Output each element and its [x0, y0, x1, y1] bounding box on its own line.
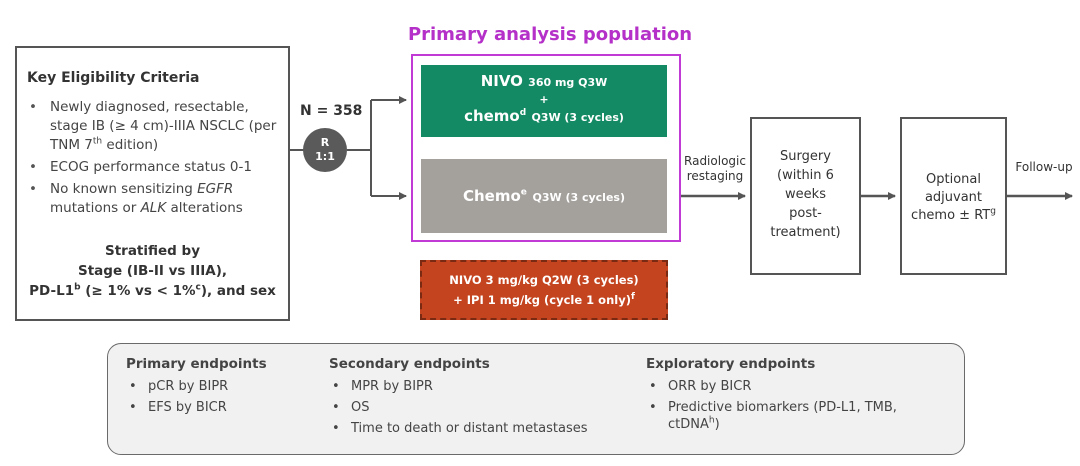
sample-size: N = 358	[300, 103, 363, 119]
arm-nivo-chemo: NIVO 360 mg Q3W + chemod Q3W (3 cycles)	[421, 65, 667, 137]
list-item: Predictive biomarkers (PD-L1, TMB, ctDNA…	[646, 399, 946, 433]
followup-label: Follow-up	[1015, 160, 1073, 174]
surgery-box: Surgery (within 6 weeks post- treatment)	[750, 117, 861, 275]
eligibility-title: Key Eligibility Criteria	[27, 70, 200, 86]
eligibility-list: Newly diagnosed, resectable, stage IB (≥…	[27, 98, 282, 221]
eligibility-item: ECOG performance status 0-1	[27, 158, 282, 177]
eligibility-item: Newly diagnosed, resectable, stage IB (≥…	[27, 98, 282, 155]
primary-population-title: Primary analysis population	[407, 24, 693, 45]
adjuvant-box: Optional adjuvant chemo ± RTg	[900, 117, 1007, 275]
stratification: Stratified by Stage (IB-II vs IIIA), PD-…	[17, 241, 288, 301]
stratified-title: Stratified by	[104, 243, 200, 259]
restaging-label: Radiologic restaging	[684, 154, 746, 183]
primary-endpoints: Primary endpoints pCR by BIPR EFS by BIC…	[126, 356, 316, 420]
list-item: pCR by BIPR	[126, 378, 316, 395]
endpoints-panel: Primary endpoints pCR by BIPR EFS by BIC…	[107, 343, 965, 455]
primary-population-box	[411, 54, 681, 242]
list-item: EFS by BICR	[126, 399, 316, 416]
randomization-arrows	[290, 96, 407, 200]
arm-nivo-ipi: NIVO 3 mg/kg Q2W (3 cycles) + IPI 1 mg/k…	[420, 260, 668, 320]
eligibility-box: Key Eligibility Criteria Newly diagnosed…	[15, 46, 290, 321]
list-item: MPR by BIPR	[329, 378, 629, 395]
secondary-endpoints: Secondary endpoints MPR by BIPR OS Time …	[329, 356, 629, 441]
arm-chemo: Chemoe Q3W (3 cycles)	[421, 159, 667, 233]
list-item: OS	[329, 399, 629, 416]
eligibility-item: No known sensitizing EGFR mutations or A…	[27, 180, 282, 218]
exploratory-endpoints: Exploratory endpoints ORR by BICR Predic…	[646, 356, 946, 437]
list-item: Time to death or distant metastases	[329, 420, 629, 437]
stratified-line1: Stage (IB-II vs IIIA),	[78, 263, 227, 279]
stratified-line2: PD-L1b (≥ 1% vs < 1%c), and sex	[29, 282, 276, 299]
list-item: ORR by BICR	[646, 378, 946, 395]
randomization-circle: R 1:1	[303, 128, 347, 172]
